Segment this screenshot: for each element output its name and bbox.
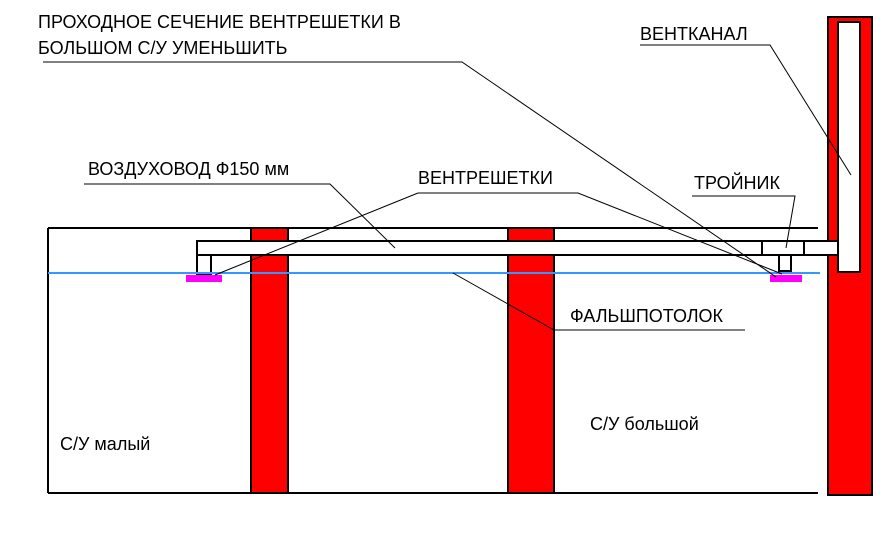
leader-grille-left <box>214 192 419 276</box>
label-duct: ВОЗДУХОВОД Ф150 мм <box>88 159 289 179</box>
label-room-small: С/У малый <box>60 434 150 454</box>
leader-grille-right <box>418 192 783 275</box>
label-grilles: ВЕНТРЕШЕТКИ <box>418 168 553 188</box>
duct-body <box>196 240 839 256</box>
room-outline <box>47 227 818 494</box>
leader-false-ceiling <box>452 272 745 331</box>
wall-left <box>250 227 289 494</box>
label-room-large: С/У большой <box>590 414 699 434</box>
label-false-ceiling: ФАЛЬШПОТОЛОК <box>570 306 724 326</box>
wall-middle <box>507 227 555 494</box>
air-duct <box>196 240 839 276</box>
leader-duct <box>84 183 396 249</box>
leader-tee <box>692 195 796 249</box>
tee-branch <box>778 254 792 272</box>
title-line-1: ПРОХОДНОЕ СЕЧЕНИЕ ВЕНТРЕШЕТКИ В <box>38 12 401 32</box>
ventkanal-channel <box>837 21 861 273</box>
leader-lines <box>43 44 852 331</box>
title-line-2: БОЛЬШОМ С/У УМЕНЬШИТЬ <box>38 38 287 58</box>
leader-ventkanal <box>640 44 852 176</box>
label-tee: ТРОЙНИК <box>694 172 780 193</box>
vent-grille-large-room <box>770 275 802 282</box>
label-ventkanal: ВЕНТКАНАЛ <box>640 24 748 44</box>
vent-grille-small-room <box>186 275 222 282</box>
leader-title <box>43 61 777 278</box>
